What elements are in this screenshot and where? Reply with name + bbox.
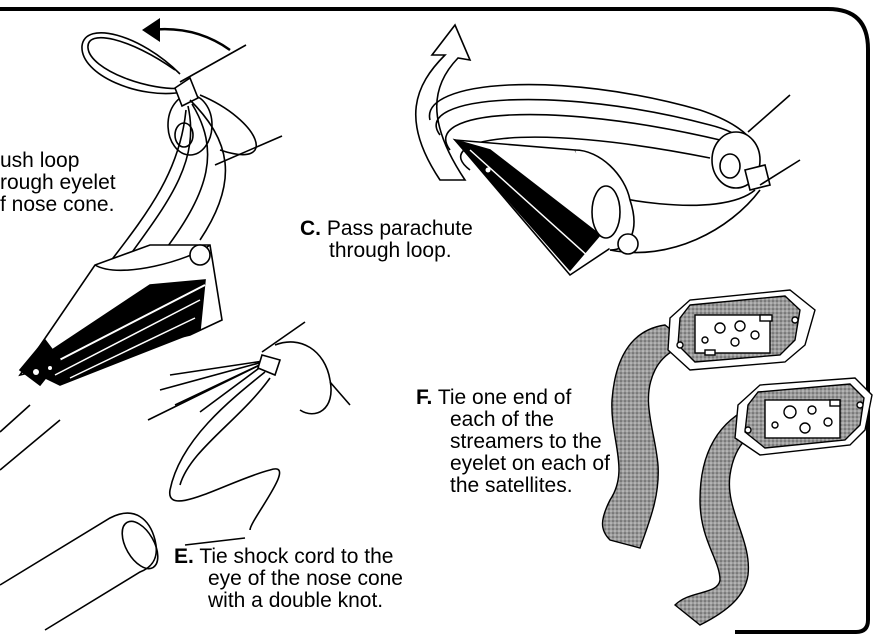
step-f-illustration [603, 290, 873, 625]
caption-line: with a double knot. [174, 590, 403, 612]
up-arrow-icon [416, 25, 470, 180]
satellite-1-icon [668, 290, 815, 370]
caption-line: streamers to the [416, 431, 610, 453]
step-letter: F. [416, 386, 432, 409]
rotate-arrow-icon [150, 29, 230, 50]
caption-line: rough eyelet [0, 172, 116, 194]
caption-step-f: F. Tie one end of each of the streamers … [416, 387, 610, 497]
caption-line: eyelet on each of [416, 453, 610, 475]
caption-line: Tie one end of [438, 386, 572, 409]
caption-line: ush loop [0, 150, 116, 172]
caption-line: f nose cone. [0, 194, 116, 216]
caption-line: through loop. [300, 240, 473, 262]
step-letter: C. [300, 217, 321, 240]
caption-line: Pass parachute [327, 217, 473, 240]
caption-line: eye of the nose cone [174, 568, 403, 590]
step-c-illustration [416, 25, 800, 275]
step-letter: E. [174, 545, 194, 568]
satellite-2-icon [735, 378, 872, 455]
caption-step-b: ush loop rough eyelet f nose cone. [0, 150, 116, 216]
caption-step-e: E. Tie shock cord to the eye of the nose… [174, 546, 403, 612]
caption-line: Tie shock cord to the [199, 545, 393, 568]
caption-line: the satellites. [416, 475, 610, 497]
caption-line: each of the [416, 409, 610, 431]
caption-step-c: C. Pass parachute through loop. [300, 218, 473, 262]
